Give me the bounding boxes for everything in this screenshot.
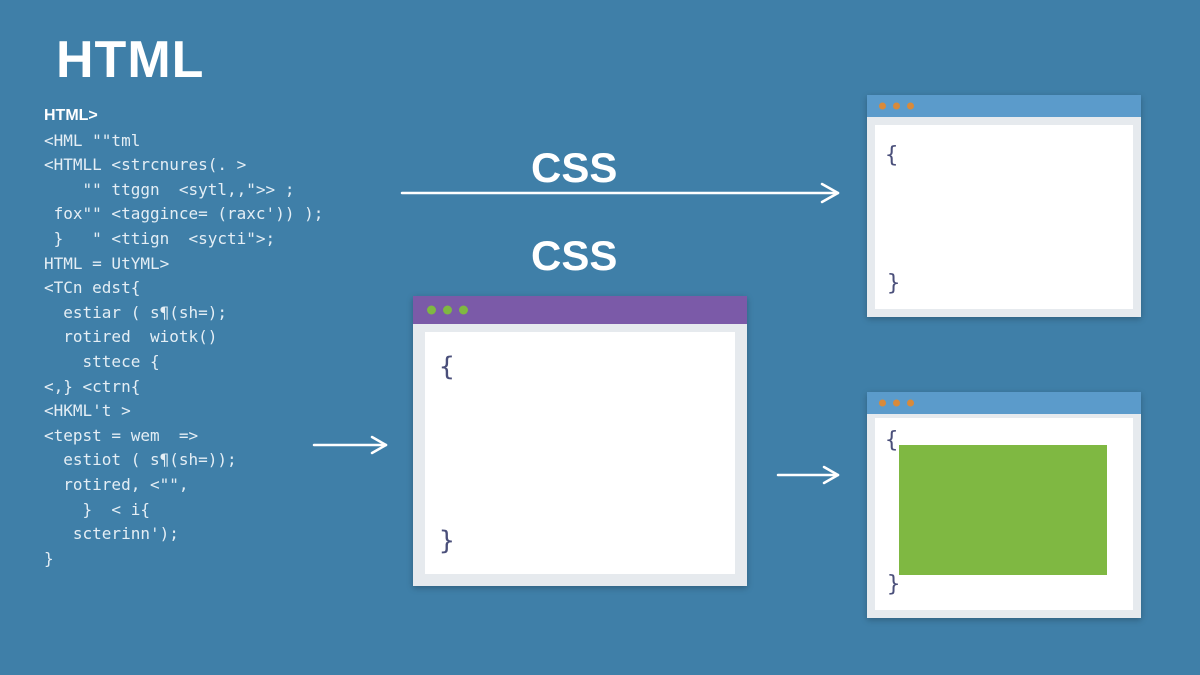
arrow-to-bottom-window	[776, 465, 840, 485]
window-dot-icon	[879, 102, 886, 110]
code-listing: HTML> <HML ""tml <HTMLL <strcnures(. > "" …	[44, 104, 323, 571]
code-line: <HTMLL <strcnures(. >	[44, 155, 247, 175]
window-dot-icon	[443, 305, 452, 315]
code-line: fox"" <taggince= (raxc')) );	[44, 204, 324, 224]
window-dot-icon	[427, 305, 436, 315]
window-dot-icon	[907, 102, 914, 110]
browser-window-top-right: { }	[867, 95, 1141, 317]
browser-window-center: { }	[413, 296, 747, 586]
code-line: HTML>	[44, 107, 98, 124]
open-brace: {	[439, 352, 455, 382]
code-line: <HKML't >	[44, 401, 131, 421]
code-line: sttece {	[44, 351, 160, 371]
close-brace: }	[887, 572, 901, 597]
arrow-to-center-window	[312, 435, 388, 455]
css-label-top: CSS	[531, 144, 618, 191]
open-brace: {	[885, 143, 899, 168]
open-brace: {	[885, 428, 899, 453]
window-title-bar	[413, 296, 747, 324]
window-pane: { }	[875, 125, 1133, 309]
window-dot-icon	[879, 399, 886, 407]
code-line: estiar ( s¶(sh=);	[44, 302, 228, 322]
page-title: HTML	[56, 31, 205, 89]
close-brace: }	[439, 526, 455, 556]
code-line: rotired wiotk()	[44, 327, 218, 347]
green-content-block	[899, 445, 1107, 575]
code-line: <HML ""tml	[44, 130, 141, 150]
window-dot-icon	[893, 102, 900, 110]
window-dot-icon	[459, 305, 468, 315]
window-dot-icon	[893, 399, 900, 407]
window-title-bar	[867, 392, 1141, 414]
window-dot-icon	[907, 399, 914, 407]
code-line: }	[44, 548, 54, 568]
close-brace: }	[887, 271, 901, 296]
code-line: HTML = UtYML>	[44, 253, 170, 273]
css-label-bottom: CSS	[531, 232, 618, 279]
browser-window-bottom-right: { }	[867, 392, 1141, 618]
window-title-bar	[867, 95, 1141, 117]
code-line: "" ttggn <sytl,,">> ;	[44, 179, 295, 199]
code-line: } " <ttign <sycti">;	[44, 228, 276, 248]
code-line: <TCn edst{	[44, 278, 141, 298]
code-line: rotired, <"",	[44, 474, 189, 494]
window-pane: { }	[425, 332, 735, 574]
code-line: scterinn');	[44, 524, 179, 544]
code-line: <tepst = wem =>	[44, 425, 199, 445]
code-line: } < i{	[44, 499, 150, 519]
window-pane: { }	[875, 418, 1133, 610]
arrow-to-top-window	[400, 182, 840, 204]
code-line: <,} <ctrn{	[44, 376, 141, 396]
code-line: estiot ( s¶(sh=));	[44, 450, 237, 470]
